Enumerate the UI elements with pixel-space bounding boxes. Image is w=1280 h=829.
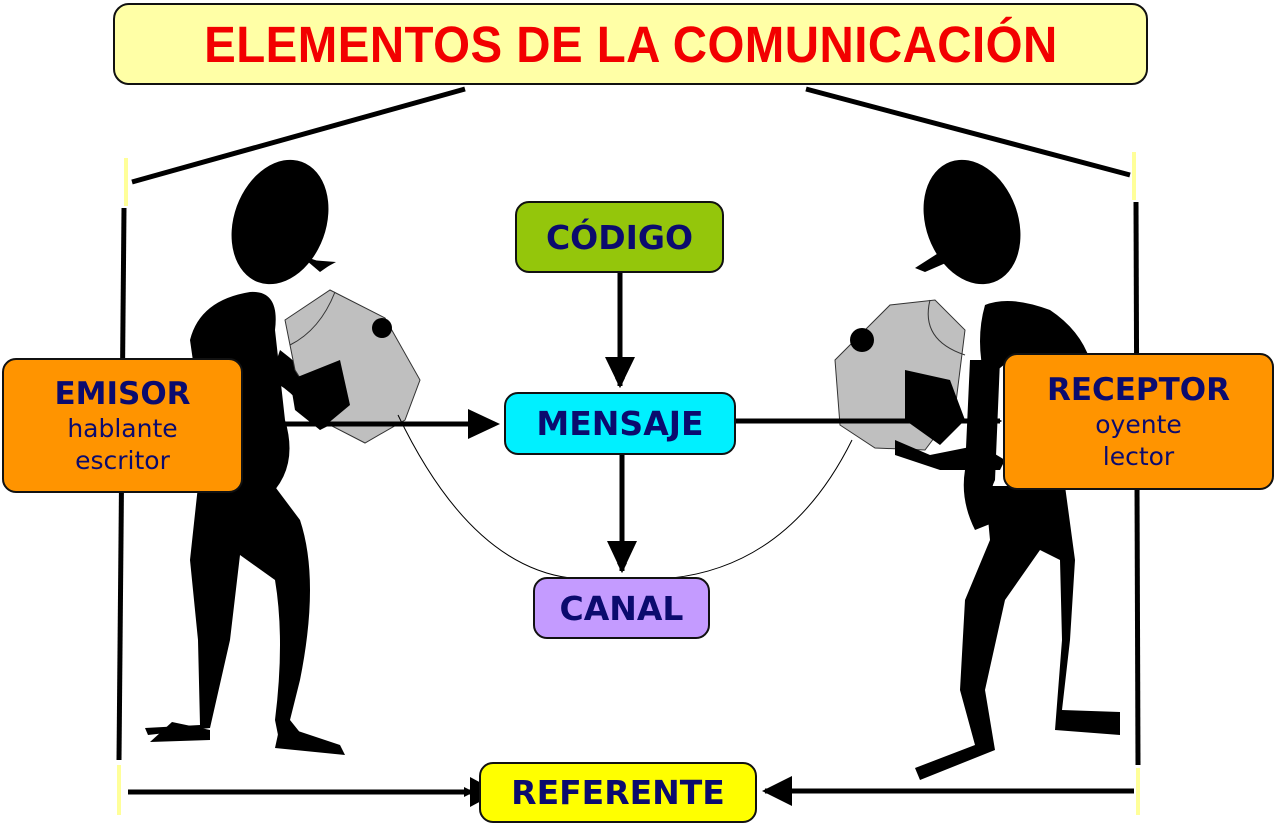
string-line	[397, 414, 853, 579]
emisor-subtitle-1: hablante	[67, 413, 178, 443]
canal-label: CANAL	[559, 588, 684, 628]
codigo-label: CÓDIGO	[545, 217, 694, 257]
emisor-label: EMISOR	[54, 375, 191, 412]
receptor-label: RECEPTOR	[1046, 371, 1231, 408]
node-mensaje: MENSAJE	[504, 392, 736, 455]
diagram-title: ELEMENTOS DE LA COMUNICACIÓN	[203, 15, 1058, 73]
title-box: ELEMENTOS DE LA COMUNICACIÓN	[113, 3, 1148, 85]
node-referente: REFERENTE	[479, 762, 757, 823]
node-codigo: CÓDIGO	[515, 201, 724, 273]
node-receptor: RECEPTOR oyente lector	[1003, 353, 1274, 490]
frame-highlights	[117, 152, 1140, 815]
node-emisor: EMISOR hablante escritor	[2, 358, 243, 493]
referente-label: REFERENTE	[511, 773, 725, 812]
listener-figure-right	[834, 159, 1120, 780]
mensaje-label: MENSAJE	[536, 404, 704, 443]
receptor-subtitle-1: oyente	[1095, 409, 1182, 439]
emisor-subtitle-2: escritor	[75, 445, 170, 475]
receptor-subtitle-2: lector	[1102, 441, 1175, 471]
node-canal: CANAL	[533, 577, 710, 639]
